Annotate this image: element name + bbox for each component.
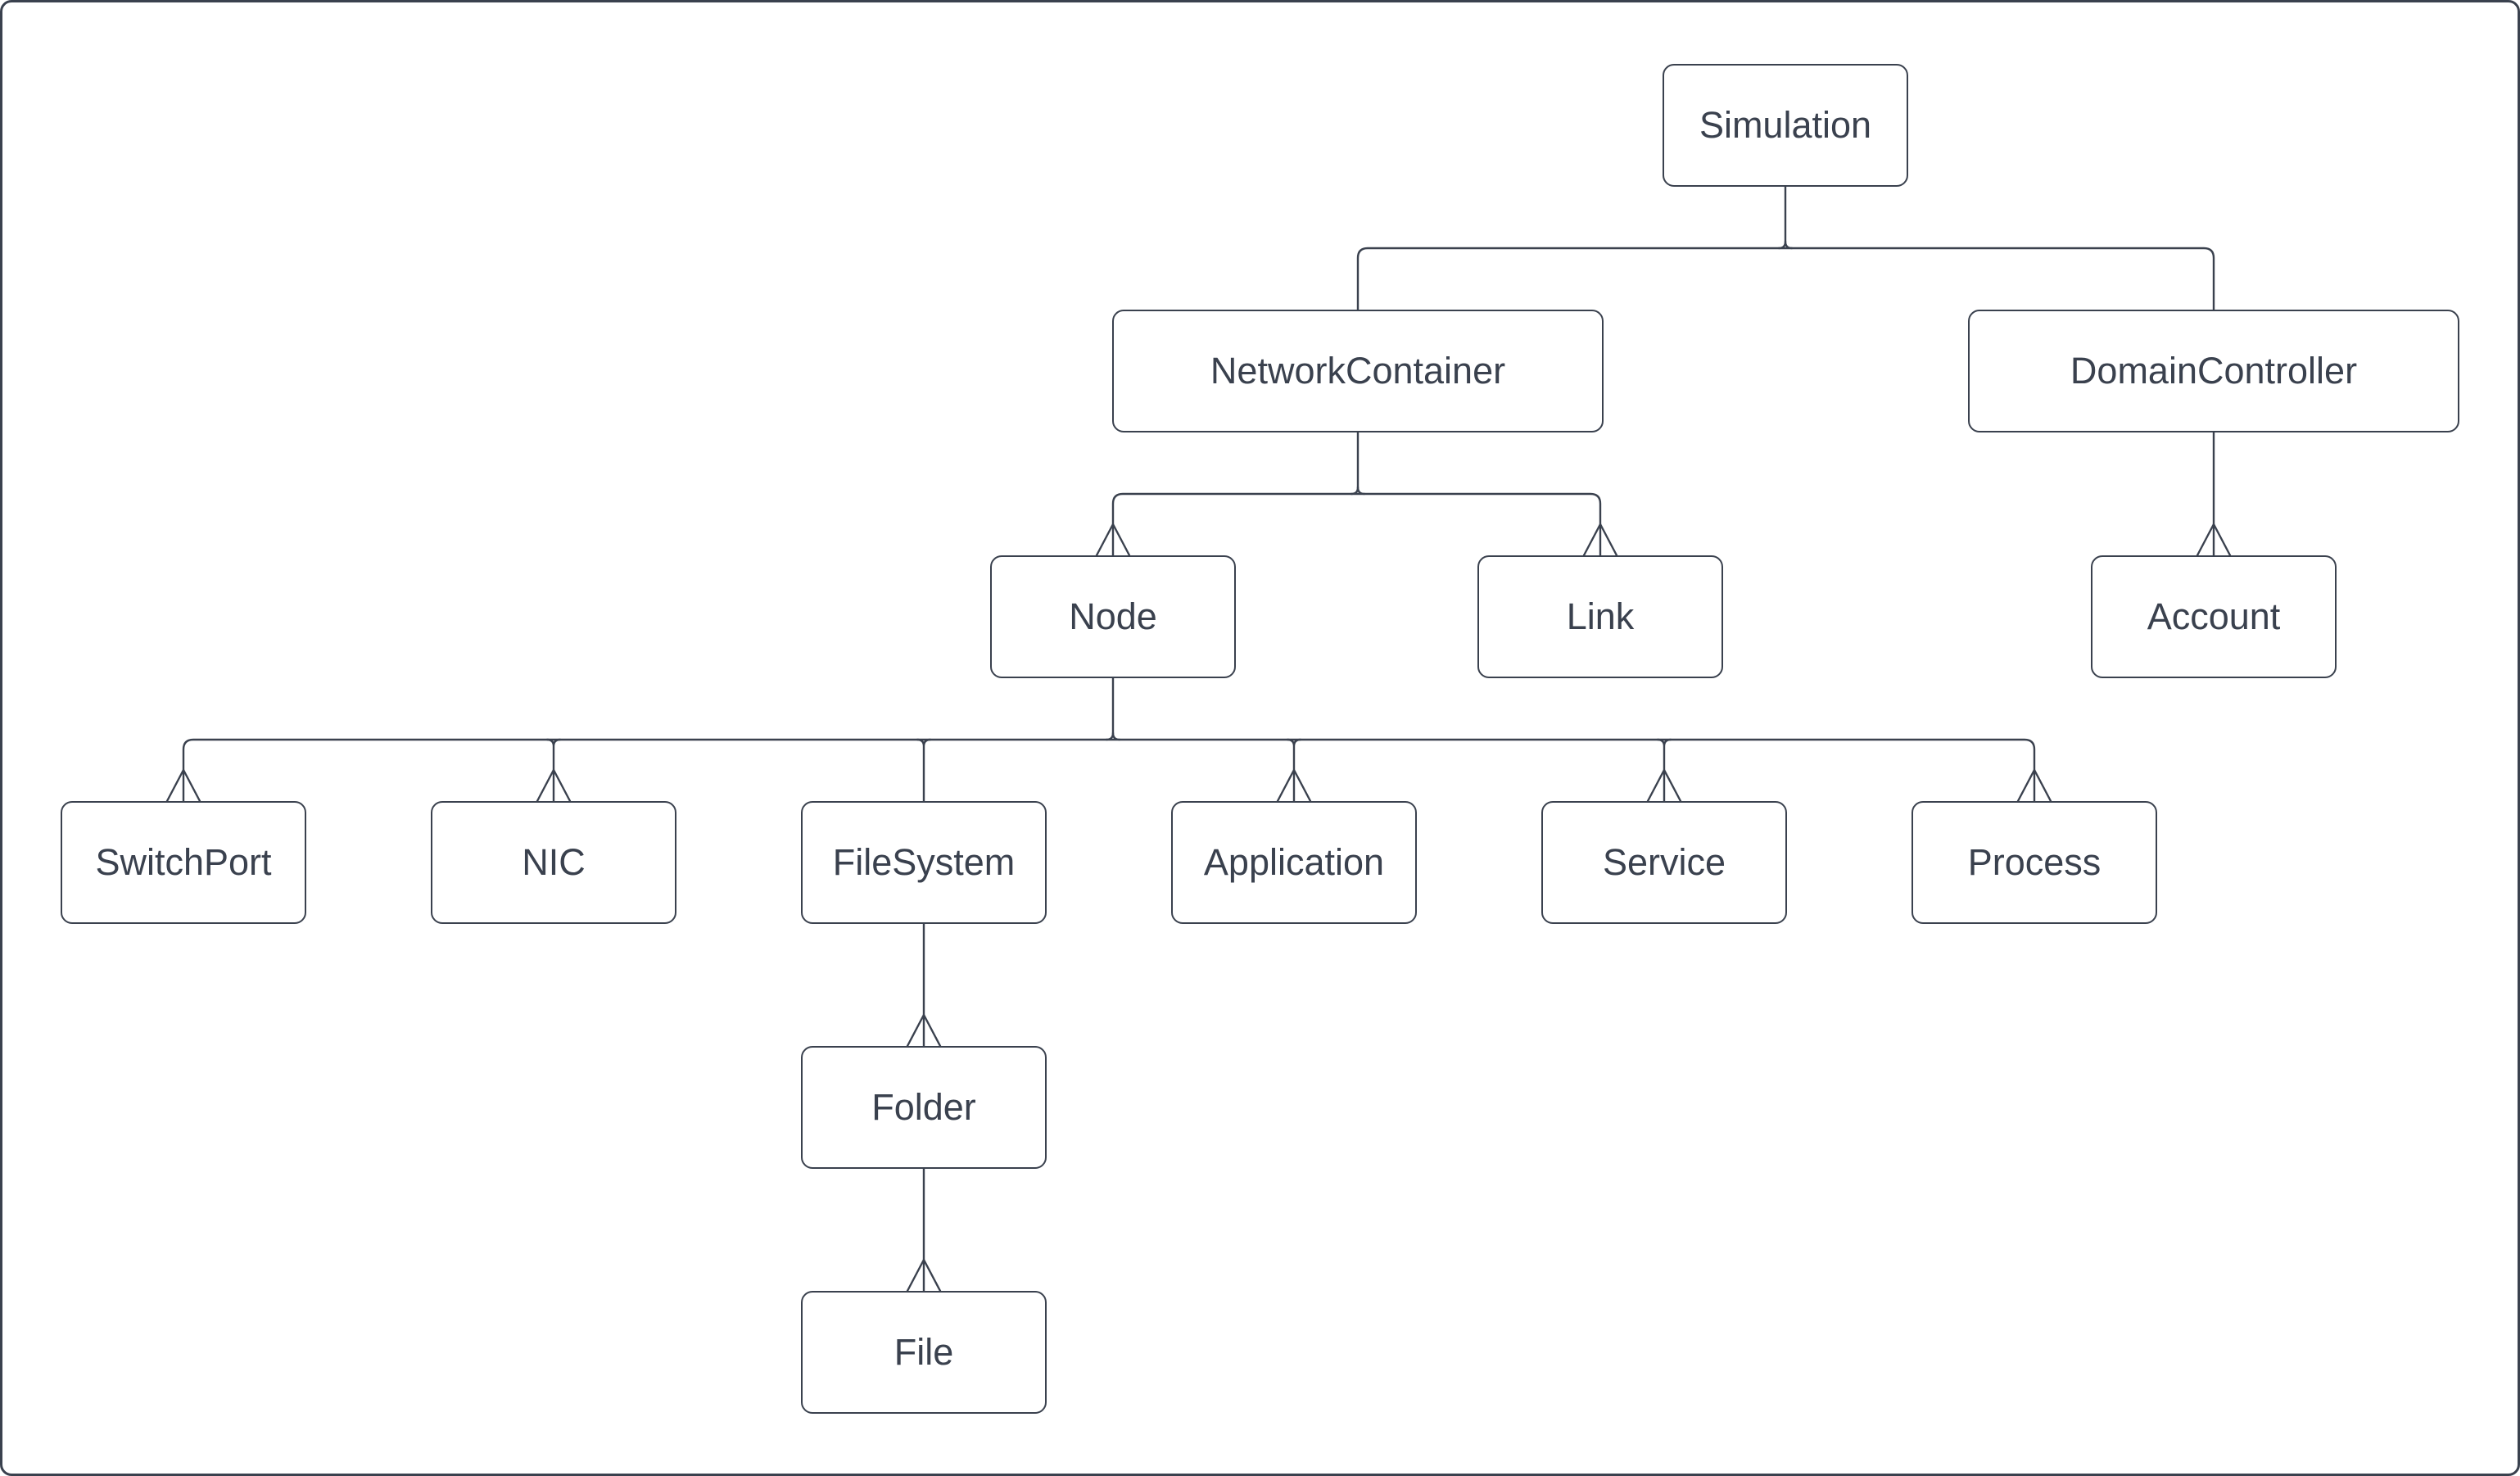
edge-networkcontainer-children <box>1095 431 1618 557</box>
connector-drop <box>916 738 932 803</box>
node-label: NetworkContainer <box>1210 350 1506 392</box>
inheritance-arrowhead <box>165 768 201 803</box>
edge-node-children <box>165 677 2052 803</box>
node-label: Account <box>2147 595 2281 637</box>
connector-fillet <box>1111 731 1121 741</box>
inheritance-arrowhead <box>2016 768 2052 803</box>
node-link[interactable]: Link <box>1477 555 1723 678</box>
node-account[interactable]: Account <box>2091 555 2337 678</box>
node-label: Simulation <box>1699 104 1872 146</box>
connector-bus <box>182 738 2036 803</box>
inheritance-arrowhead <box>2196 523 2232 557</box>
node-folder[interactable]: Folder <box>801 1046 1047 1169</box>
node-nic[interactable]: NIC <box>431 801 676 924</box>
inheritance-arrowhead <box>1095 523 1131 557</box>
inheritance-arrowhead <box>536 768 572 803</box>
node-label: FileSystem <box>832 841 1016 883</box>
connector-fillet <box>1350 486 1360 496</box>
edge-folder-file <box>906 1167 942 1293</box>
connector-fillet <box>1105 731 1115 741</box>
node-node[interactable]: Node <box>990 555 1236 678</box>
node-label: DomainController <box>2070 350 2358 392</box>
node-label: Process <box>1967 841 2102 883</box>
connector-bus <box>1356 247 2215 311</box>
node-label: Service <box>1602 841 1726 883</box>
inheritance-arrowhead <box>1582 523 1618 557</box>
connector-drop <box>1286 738 1302 803</box>
node-domaincontroller[interactable]: DomainController <box>1968 310 2459 432</box>
node-networkcontainer[interactable]: NetworkContainer <box>1112 310 1604 432</box>
node-label: NIC <box>522 841 586 883</box>
inheritance-arrowhead <box>1276 768 1312 803</box>
edge-simulation-children <box>1356 185 2215 311</box>
node-label: Link <box>1566 595 1635 637</box>
node-label: Application <box>1203 841 1385 883</box>
node-service[interactable]: Service <box>1541 801 1787 924</box>
connector-drop <box>1656 738 1672 803</box>
inheritance-arrowhead <box>906 1258 942 1293</box>
connector-bus <box>1111 492 1602 557</box>
inheritance-arrowhead <box>906 1013 942 1048</box>
edge-filesystem-folder <box>906 922 942 1048</box>
node-simulation[interactable]: Simulation <box>1663 64 1908 187</box>
node-label: File <box>894 1331 954 1373</box>
edge-domaincontroller-account <box>2196 431 2232 557</box>
connector-drop <box>545 738 562 803</box>
node-filesystem[interactable]: FileSystem <box>801 801 1047 924</box>
node-process[interactable]: Process <box>1911 801 2157 924</box>
node-application[interactable]: Application <box>1171 801 1417 924</box>
node-label: Node <box>1069 595 1157 637</box>
connector-fillet <box>1784 240 1794 250</box>
connector-fillet <box>1777 240 1787 250</box>
inheritance-arrowhead <box>1646 768 1682 803</box>
node-label: Folder <box>871 1086 976 1128</box>
node-file[interactable]: File <box>801 1291 1047 1414</box>
node-switchport[interactable]: SwitchPort <box>61 801 306 924</box>
connector-fillet <box>1356 486 1366 496</box>
node-label: SwitchPort <box>95 841 272 883</box>
